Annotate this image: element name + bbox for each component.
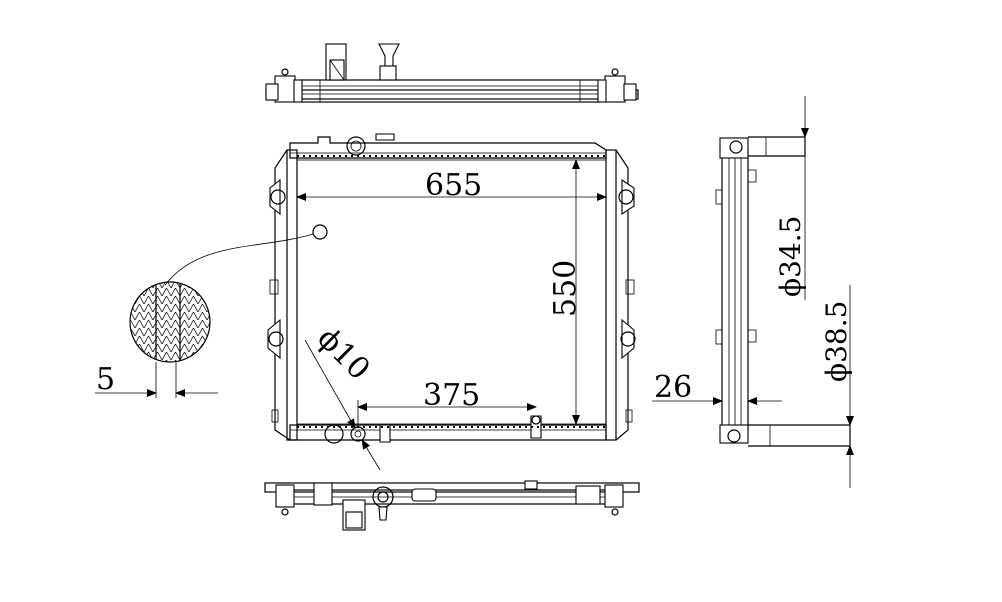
- bottom-right-bracket-icon: [604, 484, 624, 516]
- left-bracket-icon: [265, 68, 303, 103]
- side-view: [715, 136, 851, 447]
- bottom-view: [264, 480, 640, 531]
- detail-marker: [312, 224, 328, 240]
- bottom-left-bracket-icon: [275, 484, 295, 516]
- dim-height-label: 550: [548, 260, 583, 317]
- dim-core-label: 26: [654, 370, 692, 405]
- front-view: [164, 133, 636, 444]
- dim-drain-label: ϕ10: [310, 321, 376, 387]
- mount-right-upper-icon: [618, 178, 635, 216]
- dim-outlet-label: ϕ34.5: [774, 216, 807, 297]
- filler-neck-icon: [325, 43, 347, 81]
- upper-pipe-icon: [748, 136, 806, 157]
- lower-pipe-icon: [748, 424, 851, 447]
- drain-plug-icon: [372, 486, 394, 521]
- right-bracket-icon: [597, 68, 637, 103]
- dim-width-label: 655: [425, 168, 482, 203]
- mount-left-upper-icon: [269, 178, 286, 216]
- dim-pipe-spacing-label: 375: [423, 378, 480, 413]
- overflow-pipe-icon: [378, 43, 400, 81]
- dim-fin-pitch-label: 5: [96, 362, 115, 397]
- fin-detail: [95, 281, 218, 398]
- dim-drain-leader: [304, 339, 381, 471]
- mount-right-lower-icon: [620, 318, 636, 360]
- mount-left-lower-icon: [267, 318, 284, 360]
- dim-inlet-label: ϕ38.5: [820, 301, 853, 382]
- top-view: [265, 43, 639, 103]
- dim-pipe-spacing: [357, 400, 537, 426]
- outlet-pipe-icon: [342, 499, 366, 531]
